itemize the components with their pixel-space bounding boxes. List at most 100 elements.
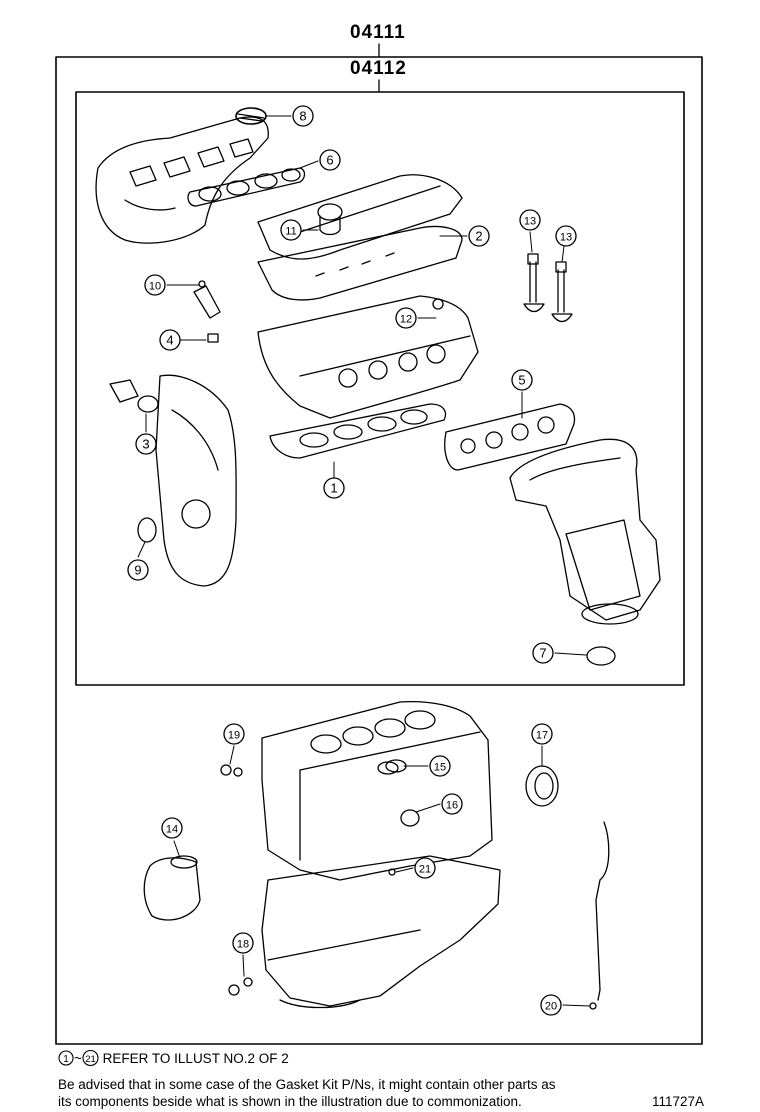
callout-19: 19 [223, 723, 245, 745]
callout-number: 6 [326, 153, 333, 168]
callout-4: 4 [159, 329, 181, 351]
callout-circle [532, 642, 554, 664]
callout-circle [144, 274, 166, 296]
callout-circle [555, 225, 577, 247]
callout-number: 8 [299, 109, 306, 124]
oil-filler-cap-drawing [235, 107, 267, 125]
callout-number: 13 [560, 232, 572, 244]
callout-number: 16 [446, 800, 458, 812]
water-inlet-drawing [109, 379, 159, 413]
gasket-21-drawing [388, 868, 396, 876]
callout-number: 3 [142, 437, 149, 452]
callout-circle [280, 219, 302, 241]
callout-13: 13 [519, 209, 541, 231]
callout-circle [468, 225, 490, 247]
oil-seal-16-drawing [400, 809, 420, 827]
footer-note-line-2: its components beside what is shown in t… [58, 1094, 522, 1109]
valve-cover-gasket-drawing [257, 225, 463, 301]
callout-16: 16 [441, 793, 463, 815]
callout-circle [319, 149, 341, 171]
callout-circle [127, 559, 149, 581]
callout-7: 7 [532, 642, 554, 664]
callout-number: 9 [134, 563, 141, 578]
callout-14: 14 [161, 817, 183, 839]
callout-number: 1 [330, 481, 337, 496]
callout-20: 20 [540, 994, 562, 1016]
callout-circle [540, 994, 562, 1016]
footer-range-start: 1 [63, 1054, 69, 1065]
oil-pan-drawing [261, 855, 501, 1009]
plug-18-washer-drawing [243, 977, 253, 987]
callout-circle [429, 755, 451, 777]
callout-2: 2 [468, 225, 490, 247]
callout-number: 19 [228, 730, 240, 742]
plug-19-drawing [220, 764, 232, 776]
kit-part-number-04112: 04112 [350, 58, 407, 79]
footer-refer-text: REFER TO ILLUST NO.2 OF 2 [102, 1051, 289, 1066]
callout-9: 9 [127, 559, 149, 581]
valve-cover-drawing [257, 174, 463, 260]
cylinder-head-gasket-drawing [269, 403, 447, 459]
callout-circle [414, 857, 436, 879]
callout-18: 18 [232, 932, 254, 954]
footer-range-end-circle: 21 [82, 1049, 99, 1067]
plug-19-washer-drawing [233, 767, 243, 777]
block-gasket-15-drawing [385, 759, 407, 773]
exhaust-manifold-gasket-drawing [444, 403, 576, 471]
callout-circle [161, 817, 183, 839]
spark-plug-tube-drawing [193, 280, 221, 343]
callout-21: 21 [414, 857, 436, 879]
cylinder-block-drawing [261, 700, 493, 881]
callout-12: 12 [395, 307, 417, 329]
oil-level-gauge-drawing [595, 821, 610, 1001]
callout-circle [323, 477, 345, 499]
callout-number: 14 [166, 824, 178, 836]
callout-15: 15 [429, 755, 451, 777]
intake-manifold-gasket-drawing [187, 167, 306, 207]
callout-number: 5 [518, 373, 525, 388]
callout-number: 15 [434, 762, 446, 774]
callout-17: 17 [531, 723, 553, 745]
callout-number: 18 [237, 939, 249, 951]
plug-18-drawing [228, 984, 240, 996]
callout-number: 2 [475, 229, 482, 244]
callout-circle [159, 329, 181, 351]
footer-refer-line: 1 ~ 21 REFER TO ILLUST NO.2 OF 2 [58, 1049, 289, 1067]
callout-number: 7 [539, 646, 546, 661]
callout-circle [135, 433, 157, 455]
exhaust-manifold-drawing [509, 438, 661, 625]
callout-circle [531, 723, 553, 745]
water-pump-drawing [143, 855, 201, 921]
callout-number: 12 [400, 314, 412, 326]
footer-range-tilde: ~ [74, 1051, 82, 1066]
callout-10: 10 [144, 274, 166, 296]
callout-1: 1 [323, 477, 345, 499]
callout-number: 13 [524, 216, 536, 228]
footer-range-start-circle: 1 [58, 1050, 74, 1066]
callout-number: 4 [166, 333, 173, 348]
footer-note-line-1: Be advised that in some case of the Gask… [58, 1077, 556, 1092]
kit-part-number-04111: 04111 [350, 22, 406, 43]
kit-04112-inner-frame [75, 91, 685, 686]
callout-number: 10 [149, 281, 161, 293]
callout-number: 17 [536, 730, 548, 742]
callout-circle [292, 105, 314, 127]
callout-circle [232, 932, 254, 954]
callout-number: 11 [285, 226, 296, 238]
callout-number: 20 [545, 1001, 557, 1013]
exhaust-gasket-ring-drawing [586, 646, 616, 666]
rear-oil-seal-drawing [525, 765, 559, 807]
callout-11: 11 [280, 219, 302, 241]
footer-range-end: 21 [85, 1054, 96, 1065]
callout-circle [223, 723, 245, 745]
cylinder-head-drawing [257, 295, 479, 419]
callout-number: 21 [419, 864, 431, 876]
timing-chain-cover-drawing [155, 374, 237, 587]
callout-circle [441, 793, 463, 815]
callout-leaders [137, 115, 591, 1007]
crankshaft-front-oil-seal-drawing [137, 517, 157, 543]
illustration-id: 111727A [652, 1094, 705, 1109]
callout-5: 5 [511, 369, 533, 391]
